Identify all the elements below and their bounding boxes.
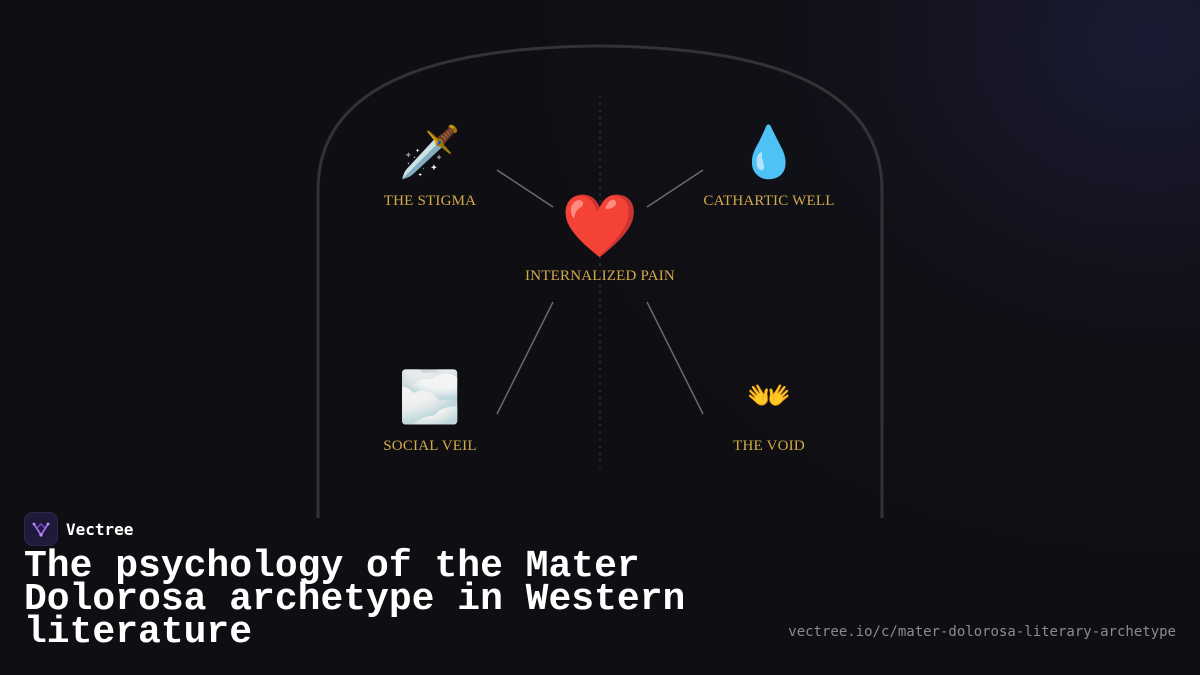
droplet-icon: 💧 — [737, 123, 801, 181]
brand: Vectree — [24, 512, 133, 546]
connector-cathartic-center — [646, 169, 704, 208]
page-title: The psychology of the Mater Dolorosa arc… — [24, 545, 686, 654]
source-url[interactable]: vectree.io/c/mater-dolorosa-literary-arc… — [788, 624, 1176, 640]
arch-frame — [316, 44, 884, 518]
red-heart-icon: ❤️ — [561, 189, 639, 262]
brand-name: Vectree — [66, 519, 134, 539]
node-label-social-veil: SOCIAL VEIL — [383, 438, 477, 454]
vectree-logo-icon — [24, 512, 58, 546]
dagger-icon: 🗡️ — [398, 123, 462, 181]
node-label-the-void: THE VOID — [733, 438, 805, 454]
connector-veil-center — [496, 301, 554, 415]
fog-icon: 🌫️ — [398, 368, 462, 426]
open-hands-icon: 👐 — [746, 376, 792, 417]
connector-stigma-center — [496, 169, 554, 208]
node-label-cathartic-well: CATHARTIC WELL — [703, 193, 835, 209]
node-label-internalized-pain: INTERNALIZED PAIN — [525, 268, 675, 284]
connector-void-center — [646, 301, 704, 415]
node-label-stigma: THE STIGMA — [383, 193, 477, 209]
